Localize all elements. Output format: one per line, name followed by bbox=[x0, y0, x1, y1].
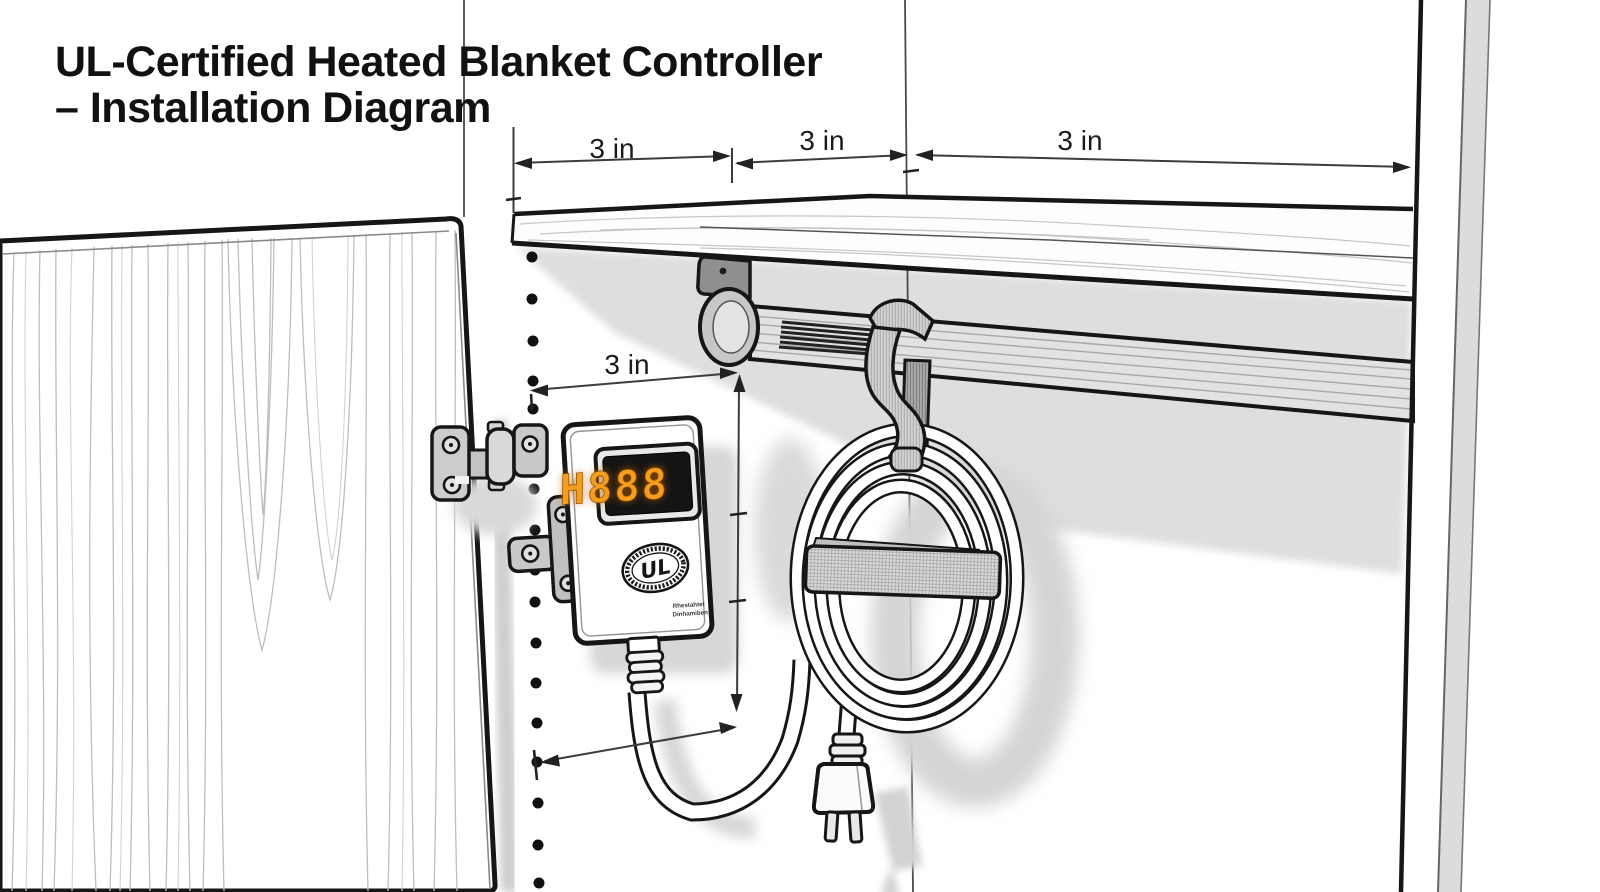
right-side-panel bbox=[1437, 0, 1491, 892]
blanket-controller: H888 H888 UL Rhestahtet Dinhamiben bbox=[507, 415, 715, 695]
cord-shadow bbox=[654, 698, 756, 839]
shelf-seam-line bbox=[699, 226, 1414, 259]
controller-strain-relief bbox=[625, 649, 666, 695]
velcro-cable-tie bbox=[803, 536, 1003, 600]
power-plug bbox=[811, 732, 876, 844]
shelf bbox=[510, 193, 1414, 302]
hanger-strap-front bbox=[864, 298, 936, 473]
flange-screw bbox=[719, 267, 727, 275]
shelf-top-edge bbox=[513, 193, 1414, 217]
closet-right-corner bbox=[1398, 0, 1424, 892]
door-right-bevel bbox=[455, 232, 491, 890]
controller-bevel bbox=[569, 424, 706, 637]
rod-mount-flange bbox=[696, 255, 760, 367]
plug-prong-right bbox=[847, 810, 864, 844]
hinge-barrel bbox=[485, 427, 516, 486]
rod-ribbed-section bbox=[778, 320, 873, 356]
fine-print-line1: Rhestahtet bbox=[673, 601, 705, 610]
door-hinge bbox=[430, 420, 549, 502]
dim-controller-gap: 3 in bbox=[604, 349, 649, 380]
cabinet-door bbox=[0, 216, 498, 892]
controller-cord-loop bbox=[627, 659, 812, 822]
shelf-bottom-edge bbox=[511, 240, 1414, 302]
dim-top-1: 3 in bbox=[589, 133, 634, 164]
ul-mark: UL bbox=[638, 554, 673, 584]
door-wood-grain bbox=[11, 229, 458, 892]
plug-prong-left bbox=[823, 810, 840, 843]
dim-top-3: 3 in bbox=[1057, 125, 1102, 156]
title-line2: – Installation Diagram bbox=[55, 84, 491, 132]
title-line1: UL-Certified Heated Blanket Controller bbox=[55, 38, 823, 86]
seal-arc-text bbox=[624, 546, 686, 590]
ul-certification-seal: UL bbox=[621, 542, 690, 594]
plug-body bbox=[811, 762, 876, 816]
display-screen bbox=[602, 451, 694, 517]
fine-print-line2: Dinhamiben bbox=[672, 609, 708, 618]
dimension-annotations: 3 in 3 in 3 in 3 in bbox=[505, 125, 1411, 781]
svg-text:H888: H888 bbox=[560, 459, 669, 515]
strap-end-tab bbox=[889, 446, 924, 473]
shelf-left-end bbox=[510, 213, 516, 244]
display-readout: H888 H888 bbox=[559, 459, 669, 515]
dim-top-2: 3 in bbox=[799, 125, 844, 156]
door-top-bevel bbox=[1, 230, 450, 255]
shelf-wood-grain bbox=[519, 215, 1413, 293]
plug-shadow bbox=[874, 787, 922, 892]
hinge-shadow bbox=[453, 475, 537, 535]
display-value: H888 bbox=[560, 459, 669, 515]
title-block: UL-Certified Heated Blanket Controller –… bbox=[55, 38, 823, 132]
